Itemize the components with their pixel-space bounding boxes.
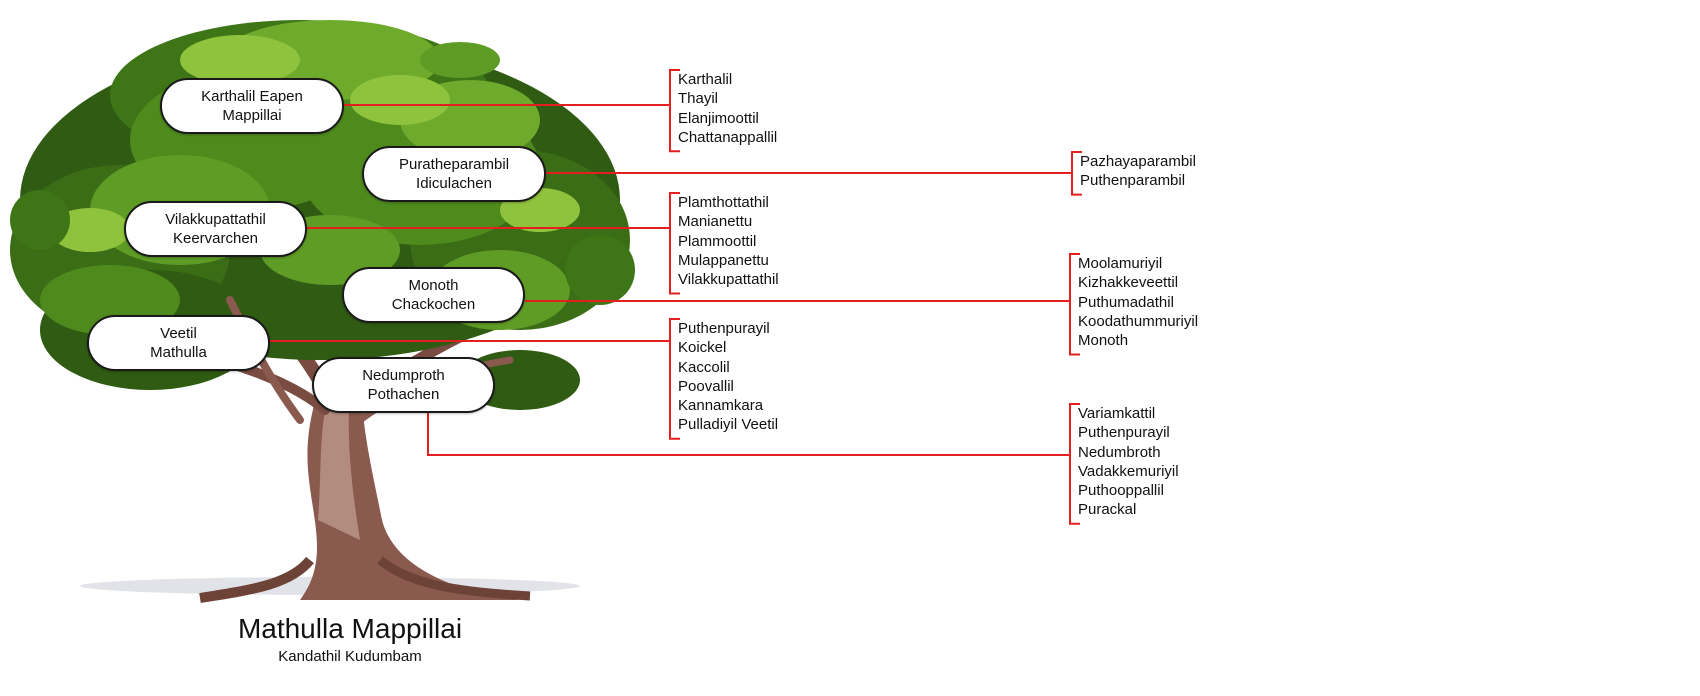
branch-name-line2: Mappillai — [222, 107, 282, 124]
family-name: Manianettu — [678, 213, 753, 231]
branch-name-line2: Keervarchen — [172, 230, 259, 247]
branch-name-line1: Veetil — [160, 325, 197, 342]
family-name: Pulladiyil Veetil — [678, 416, 779, 434]
family-bracket — [1069, 403, 1080, 525]
family-name: Purackal — [1078, 501, 1137, 519]
family-name: Vadakkemuriyil — [1078, 462, 1179, 480]
family-name: Chattanappallil — [678, 128, 778, 146]
family-name: Koodathummuriyil — [1078, 312, 1199, 330]
family-name: Moolamuriyil — [1078, 255, 1163, 272]
family-name: Kaccolil — [678, 358, 730, 376]
branch-name-line2: Chackochen — [391, 296, 476, 313]
branch-name-line1: Karthalil Eapen — [201, 88, 303, 105]
family-name: Puthenpurayil — [678, 320, 770, 337]
family-name: Plammoottil — [678, 232, 757, 250]
family-name: Kizhakkeveettil — [1078, 274, 1179, 292]
family-name: Puthooppallil — [1078, 482, 1164, 500]
family-name: Nedumbroth — [1078, 443, 1161, 461]
branch-name-line2: Idiculachen — [416, 175, 492, 192]
root-subtitle: Kandathil Kudumbam — [278, 648, 422, 665]
branch-name-line2: Pothachen — [367, 386, 440, 403]
family-name: Pazhayaparambil — [1080, 153, 1196, 170]
root-title: Mathulla Mappillai — [237, 613, 463, 644]
branch-name-line1: Puratheparambil — [398, 156, 510, 173]
family-bracket — [1071, 151, 1082, 196]
family-bracket — [669, 192, 680, 295]
branch-name-line1: Vilakkupattathil — [165, 211, 266, 228]
family-name: Puthenpurayil — [1078, 424, 1170, 442]
branch-name-line1: Monoth — [408, 277, 459, 294]
family-name: Plamthottathil — [678, 194, 769, 211]
family-bracket — [1069, 253, 1080, 356]
family-name: Elanjimoottil — [678, 109, 759, 127]
family-name: Puthenparambil — [1080, 172, 1186, 190]
family-name: Puthumadathil — [1078, 293, 1174, 311]
family-bracket — [669, 69, 680, 153]
family-name: Koickel — [678, 339, 727, 357]
branch-connector — [427, 413, 1070, 456]
branch-name-line1: Nedumproth — [362, 367, 445, 384]
branch-name-line2: Mathulla — [150, 344, 207, 361]
family-name: Mulappanettu — [678, 251, 769, 269]
family-name: Kannamkara — [678, 397, 764, 415]
family-name: Thayil — [678, 90, 719, 108]
family-name: Monoth — [1078, 332, 1129, 350]
family-name: Karthalil — [678, 71, 733, 88]
family-name: Vilakkupattathil — [678, 271, 779, 289]
family-name: Variamkattil — [1078, 405, 1156, 422]
family-name: Poovallil — [678, 377, 734, 395]
family-bracket — [669, 318, 680, 440]
